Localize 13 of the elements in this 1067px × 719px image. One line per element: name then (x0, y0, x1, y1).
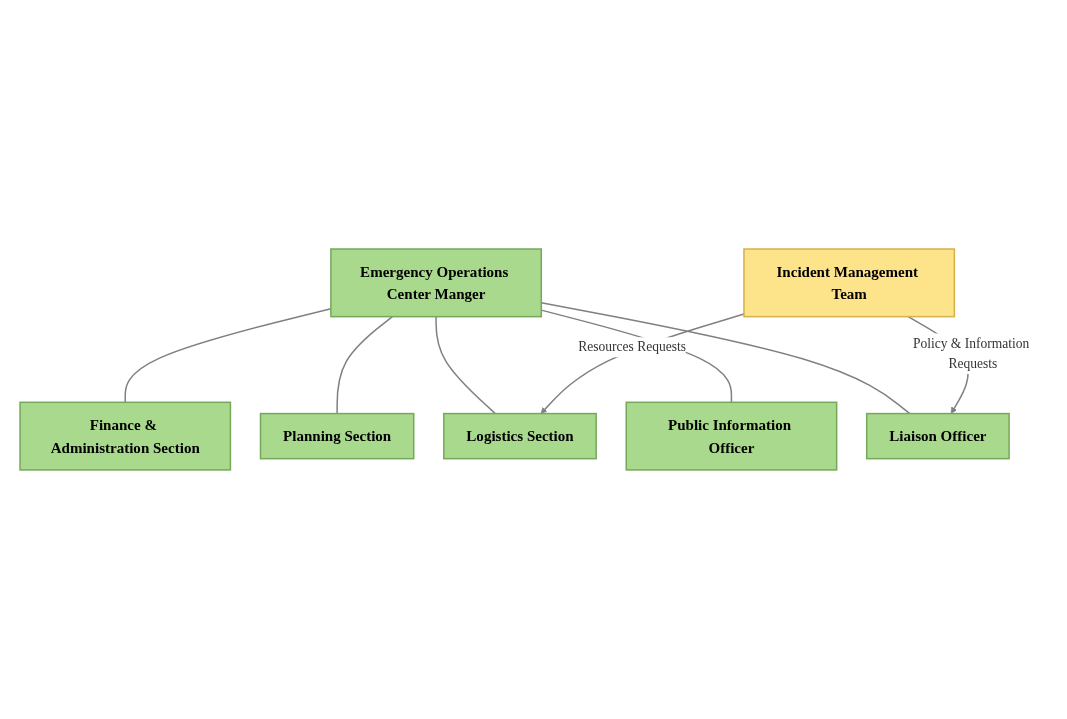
node-box: Liaison Officer (865, 412, 1010, 460)
edge-label: Policy & Information Requests (912, 335, 1029, 371)
node-box: Public Information Officer (625, 401, 837, 471)
node-box: Planning Section (259, 412, 414, 460)
connector (335, 315, 393, 415)
node-box: Logistics Section (442, 412, 597, 460)
connector (540, 301, 910, 415)
node-box: Emergency Operations Center Manger (329, 248, 542, 318)
arrow (540, 313, 745, 414)
connector (434, 315, 496, 415)
node-box: Incident Management Team (742, 248, 955, 318)
edge-label: Resources Requests (577, 339, 686, 355)
node-box: Finance & Administration Section (18, 401, 231, 471)
